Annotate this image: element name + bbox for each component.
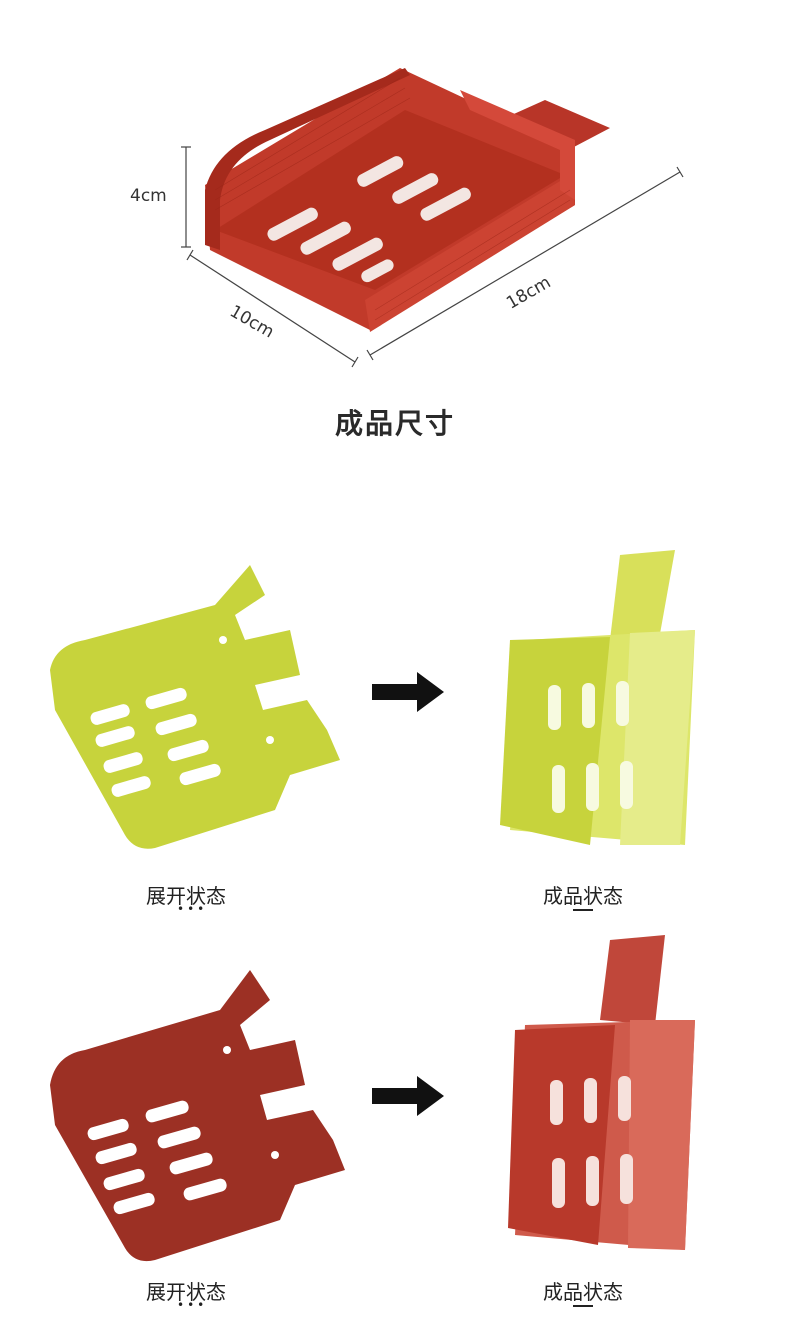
arrow-right-icon <box>372 1076 447 1116</box>
finished-state-caption-2: 成品状态 <box>543 1280 623 1304</box>
section-title: 成品尺寸 <box>334 407 455 440</box>
caption-underline-1 <box>573 909 593 911</box>
caption-dots-1: ••• <box>177 902 208 916</box>
yellow-flat-sheet-image <box>50 565 340 849</box>
yellow-scoop-image <box>500 550 695 845</box>
height-dimension-label: 4cm <box>130 186 167 206</box>
red-flat-sheet-image <box>50 970 345 1262</box>
flat-state-red <box>45 965 355 1275</box>
caption-underline-2 <box>573 1305 593 1307</box>
product-dimension-illustration: 4cm 10cm 18cm <box>0 0 790 380</box>
finished-state-yellow <box>470 545 700 865</box>
finished-state-red <box>480 930 710 1260</box>
arrow-right-icon <box>372 672 447 712</box>
flat-state-caption-2: 展开状态 <box>146 1280 226 1304</box>
flat-state-caption-1: 展开状态 <box>146 884 226 908</box>
red-scoop-image <box>508 935 695 1250</box>
finished-state-caption-1: 成品状态 <box>543 884 623 908</box>
flat-state-yellow <box>45 560 355 860</box>
caption-dots-2: ••• <box>177 1298 208 1312</box>
red-scoop-image <box>181 68 684 368</box>
